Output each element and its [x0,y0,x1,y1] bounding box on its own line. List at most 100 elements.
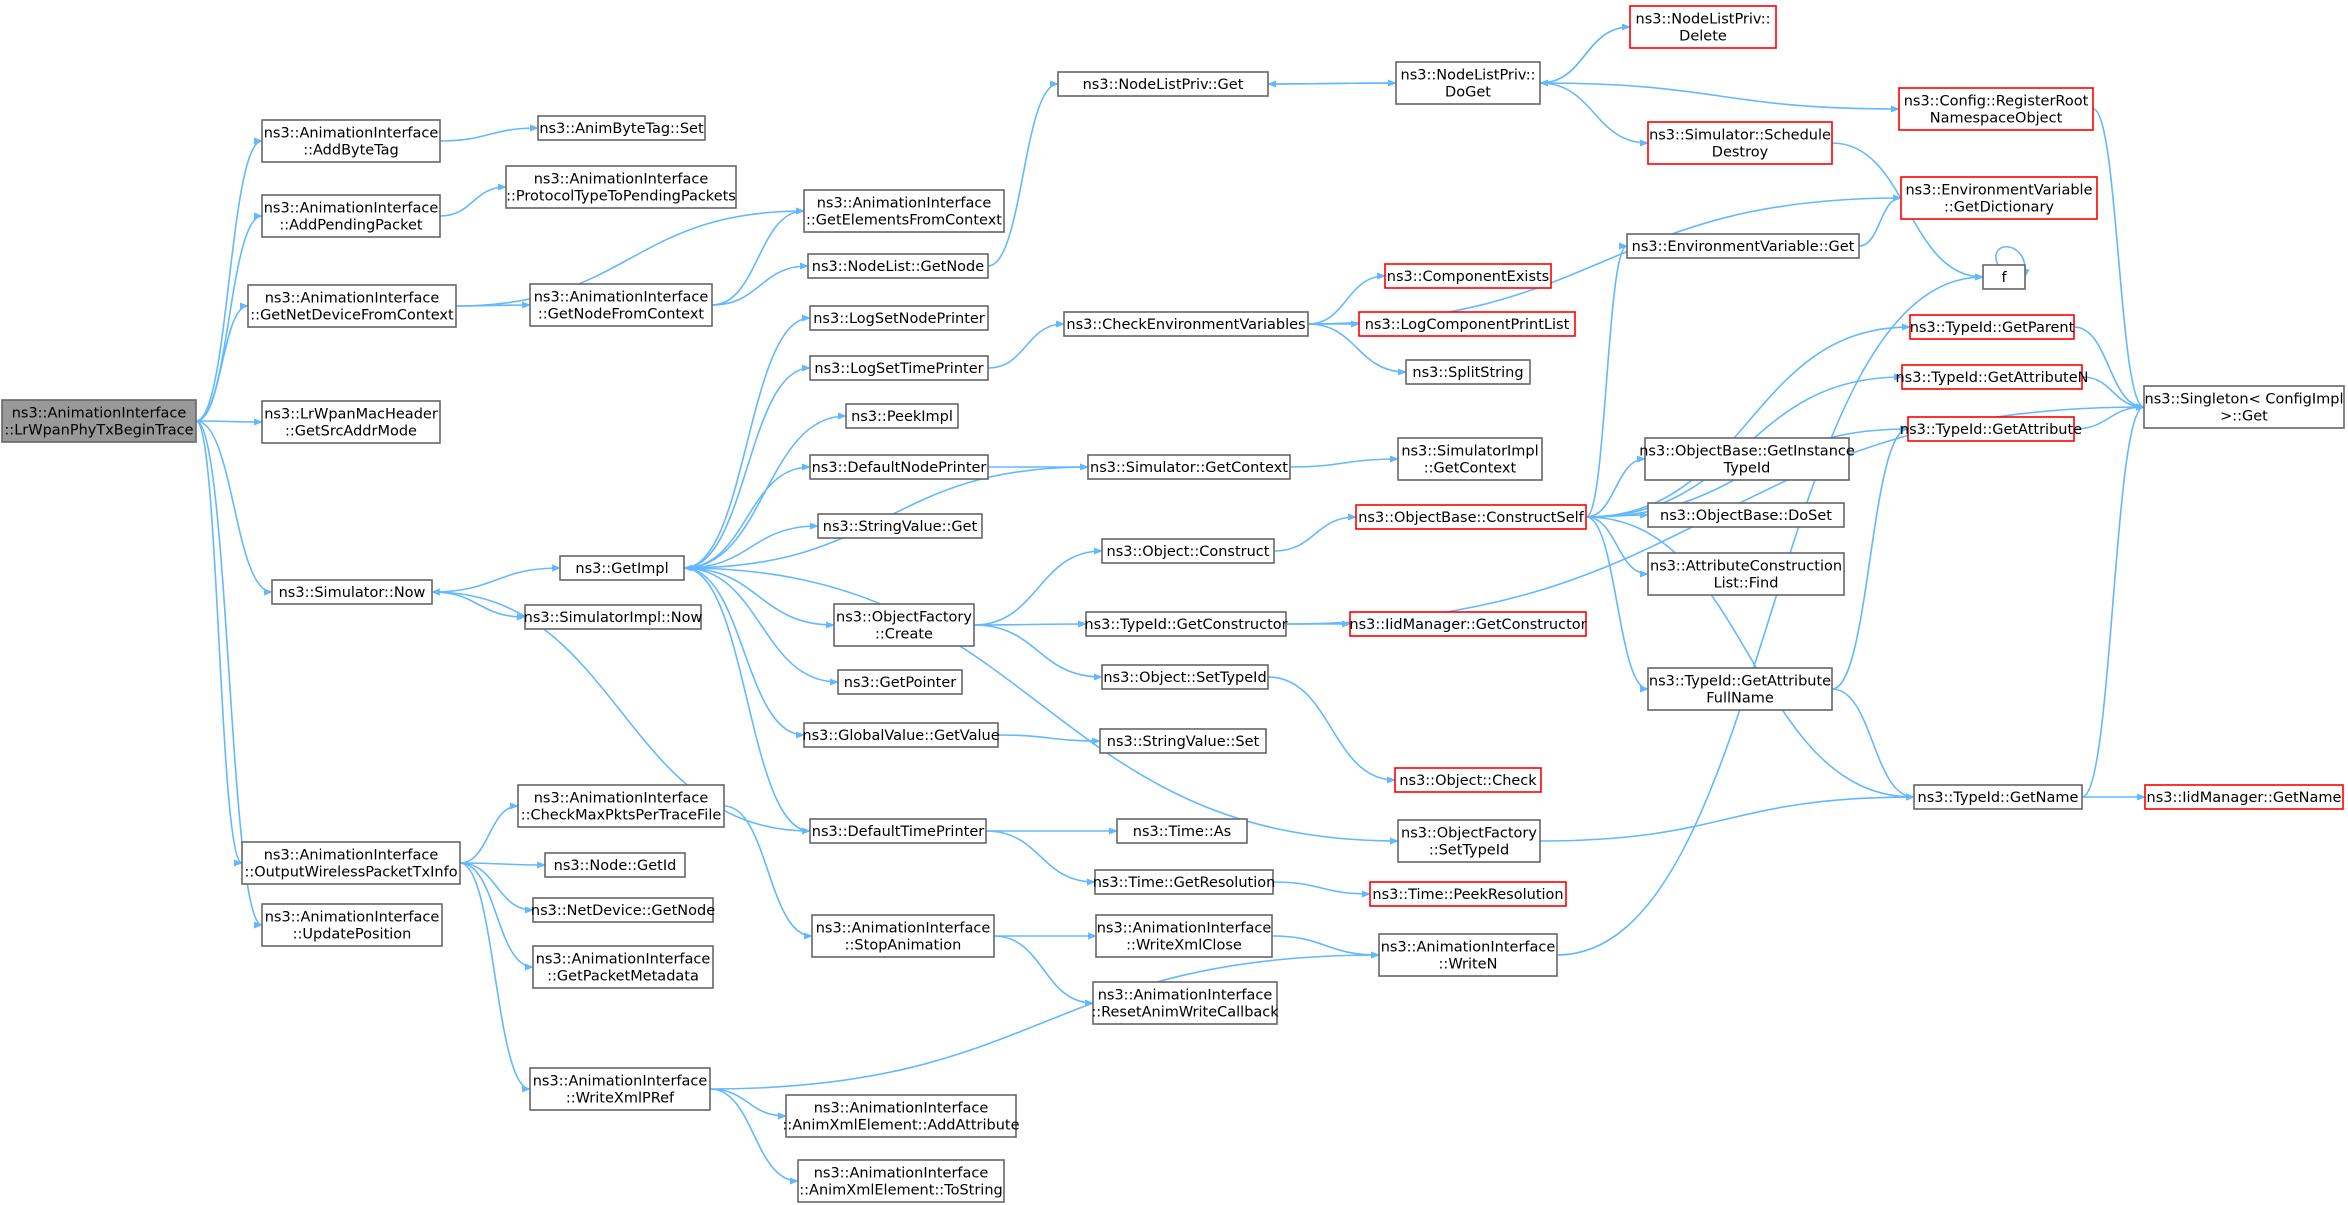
node-peekImpl[interactable]: ns3::PeekImpl [845,403,959,429]
edge-objectFactoryCreate-to-objectConstruct [973,547,1103,626]
node-componentExists[interactable]: ns3::ComponentExists [1384,263,1552,289]
node-globalValueGetValue[interactable]: ns3::GlobalValue::GetValue [802,722,1000,748]
node-box [1,399,197,443]
node-box [1355,504,1587,530]
edge-objectFactoryCreate-to-typeIdGetConstructor [973,620,1087,628]
node-box [261,400,441,444]
node-label: ns3::AnimationInterface [817,196,992,212]
node-netDeviceGetNode[interactable]: ns3::NetDevice::GetNode [531,897,715,923]
node-logSetTimePrinter[interactable]: ns3::LogSetTimePrinter [809,355,989,381]
node-typeIdGetParent[interactable]: ns3::TypeId::GetParent [1909,314,2075,340]
node-typeIdGetConstructor[interactable]: ns3::TypeId::GetConstructor [1084,611,1288,637]
node-toString[interactable]: ns3::AnimationInterface::AnimXmlElement:… [797,1159,1005,1203]
node-label: ::OutputWirelessPacketTxInfo [244,865,457,881]
node-simNow[interactable]: ns3::Simulator::Now [271,579,433,605]
node-label: Delete [1679,29,1727,45]
node-nodeListGetNode[interactable]: ns3::NodeList::GetNode [807,253,989,279]
node-nodeListPrivDelete[interactable]: ns3::NodeListPriv::Delete [1629,5,1777,49]
node-stopAnimation[interactable]: ns3::AnimationInterface::StopAnimation [811,914,995,958]
node-checkEnv[interactable]: ns3::CheckEnvironmentVariables [1063,311,1309,337]
node-simGetContext[interactable]: ns3::Simulator::GetContext [1087,454,1291,480]
node-addAttribute[interactable]: ns3::AnimationInterface::AnimXmlElement:… [782,1094,1020,1138]
node-getNetDevice[interactable]: ns3::AnimationInterface::GetNetDeviceFro… [247,284,457,328]
node-addByteTag[interactable]: ns3::AnimationInterface::AddByteTag [261,119,441,163]
edge-root-to-lrwpanGetSrc [195,418,263,426]
node-singletonGet[interactable]: ns3::Singleton< ConfigImpl>::Get [2143,385,2345,429]
node-envGetDictionary[interactable]: ns3::EnvironmentVariable::GetDictionary [1900,176,2098,220]
node-typeIdGetAttribute[interactable]: ns3::TypeId::GetAttribute [1900,416,2082,442]
edge-writeXmlPRef-to-addAttribute [709,1088,787,1120]
node-objectSetTypeId[interactable]: ns3::Object::SetTypeId [1101,664,1269,690]
node-iidGetName[interactable]: ns3::IidManager::GetName [2144,784,2344,810]
node-objectConstruct[interactable]: ns3::Object::Construct [1101,538,1275,564]
node-label: ::ProtocolTypeToPendingPackets [506,189,736,205]
node-getElements[interactable]: ns3::AnimationInterface::GetElementsFrom… [803,189,1005,233]
edge-constructSelf-to-typeIdGetParent [1585,323,1911,518]
node-iidGetConstructor[interactable]: ns3::IidManager::GetConstructor [1349,611,1587,637]
node-writeN[interactable]: ns3::AnimationInterface::WriteN [1378,933,1558,977]
node-label: ns3::TypeId::GetAttribute [1649,674,1831,690]
edge-constructSelf-to-typeIdGetAttrFullName [1585,516,1649,693]
node-resetAnimWrite[interactable]: ns3::AnimationInterface::ResetAnimWriteC… [1091,981,1279,1025]
node-logSetNodePrinter[interactable]: ns3::LogSetNodePrinter [809,305,989,331]
node-nodeListPrivDoGet[interactable]: ns3::NodeListPriv::DoGet [1395,61,1541,105]
node-checkMaxPkts[interactable]: ns3::AnimationInterface::CheckMaxPktsPer… [517,784,725,828]
node-stringValueGet[interactable]: ns3::StringValue::Get [817,513,983,539]
node-f[interactable]: f [1982,264,2026,290]
node-getPacketMetadata[interactable]: ns3::AnimationInterface::GetPacketMetada… [532,945,714,989]
node-label: ns3::TypeId::GetAttributeN [1895,370,2088,386]
node-updatePosition[interactable]: ns3::AnimationInterface::UpdatePosition [261,903,443,947]
node-nodeListPrivGet[interactable]: ns3::NodeListPriv::Get [1057,71,1269,97]
edge-root-to-getNetDevice [195,302,249,422]
node-defaultNodePrinter[interactable]: ns3::DefaultNodePrinter [809,454,989,480]
node-nodeGetId[interactable]: ns3::Node::GetId [544,852,686,878]
node-root[interactable]: ns3::AnimationInterface::LrWpanPhyTxBegi… [1,399,197,443]
node-label: ns3::Object::Check [1399,773,1537,789]
node-simImplGetContext[interactable]: ns3::SimulatorImpl::GetContext [1397,437,1543,481]
node-getImpl[interactable]: ns3::GetImpl [559,555,685,581]
node-box [559,555,685,581]
edge-registerRoot-to-singletonGet [2092,108,2145,411]
node-box [1900,176,2098,220]
node-box [1094,869,1274,895]
node-defaultTimePrinter[interactable]: ns3::DefaultTimePrinter [809,818,987,844]
node-objectCheck[interactable]: ns3::Object::Check [1394,767,1542,793]
node-typeIdGetAttributeN[interactable]: ns3::TypeId::GetAttributeN [1895,364,2089,390]
node-objectFactorySetTypeId[interactable]: ns3::ObjectFactory::SetTypeId [1397,819,1541,863]
node-splitString[interactable]: ns3::SplitString [1405,359,1531,385]
node-getNodeFromContext[interactable]: ns3::AnimationInterface::GetNodeFromCont… [529,283,713,327]
node-addPendingPacket[interactable]: ns3::AnimationInterface::AddPendingPacke… [261,194,441,238]
node-objectFactoryCreate[interactable]: ns3::ObjectFactory::Create [833,603,975,647]
node-logComponentPrintList[interactable]: ns3::LogComponentPrintList [1358,311,1576,337]
node-envGet[interactable]: ns3::EnvironmentVariable::Get [1626,233,1860,259]
node-constructSelf[interactable]: ns3::ObjectBase::ConstructSelf [1355,504,1587,530]
node-outputWireless[interactable]: ns3::AnimationInterface::OutputWirelessP… [241,841,461,885]
node-typeIdGetName[interactable]: ns3::TypeId::GetName [1913,784,2083,810]
node-label: ns3::NodeListPriv:: [1636,12,1771,28]
node-animByteTagSet[interactable]: ns3::AnimByteTag::Set [537,115,706,141]
node-protocolTypeToPending[interactable]: ns3::AnimationInterface::ProtocolTypeToP… [505,165,737,209]
node-box [241,841,461,885]
node-stringValueSet[interactable]: ns3::StringValue::Set [1099,728,1267,754]
edge-getImpl-to-defaultNodePrinter [683,463,811,569]
node-getPointer[interactable]: ns3::GetPointer [837,669,963,695]
node-timeAs[interactable]: ns3::Time::As [1116,818,1248,844]
node-timeGetResolution[interactable]: ns3::Time::GetResolution [1093,869,1276,895]
node-box [2143,385,2345,429]
node-doSet[interactable]: ns3::ObjectBase::DoSet [1647,502,1845,528]
edge-getNodeFromContext-to-getElements [711,207,805,306]
node-writeXmlClose[interactable]: ns3::AnimationInterface::WriteXmlClose [1095,914,1273,958]
node-label: List::Find [1714,576,1779,592]
node-timePeekResolution[interactable]: ns3::Time::PeekResolution [1369,881,1567,907]
node-simImplNow[interactable]: ns3::SimulatorImpl::Now [524,604,703,630]
node-writeXmlPRef[interactable]: ns3::AnimationInterface::WriteXmlPRef [529,1067,711,1111]
node-label: >::Get [2220,409,2268,425]
node-label: ns3::GetImpl [575,561,668,577]
edge-checkEnv-to-splitString [1307,323,1407,376]
node-lrwpanGetSrc[interactable]: ns3::LrWpanMacHeader::GetSrcAddrMode [261,400,441,444]
